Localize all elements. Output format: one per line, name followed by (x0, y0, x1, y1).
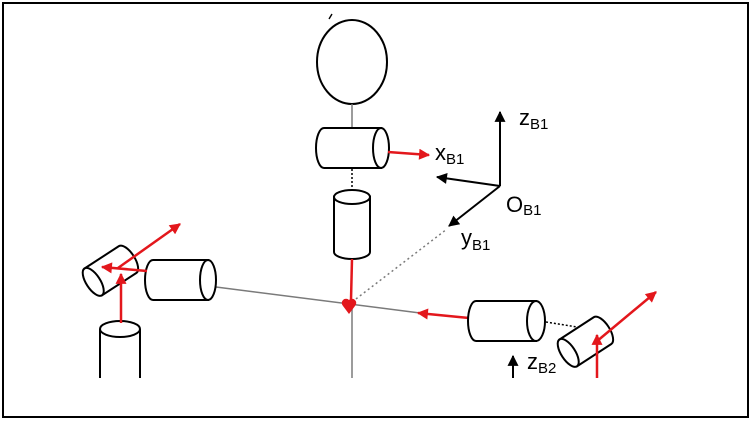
right-elbow-cylinder (556, 315, 615, 368)
torso-cylinder-face (333, 189, 371, 205)
right-shoulder-cylinder-body (467, 300, 537, 342)
label-y-b1: yB1 (461, 225, 490, 254)
neck-cylinder-face (372, 127, 390, 169)
label-o-b1: OB1 (506, 192, 541, 219)
frame-b1-axes (435, 110, 506, 227)
left-shoulder-cylinder-body (144, 259, 209, 301)
left-forearm-cylinder (99, 320, 141, 378)
frame-b1-y-axis (448, 185, 501, 227)
neck-x-axis-arrow (387, 148, 431, 160)
left-shoulder-cylinder-face (199, 259, 217, 301)
tick-mark (328, 13, 333, 20)
right-shoulder-cylinder (467, 300, 546, 342)
label-x-b1: xB1 (435, 140, 464, 168)
right-shoulder-axis-arrow (416, 308, 470, 320)
left-forearm-cylinder-face (99, 320, 141, 338)
center-joint-marker (341, 298, 357, 314)
right-elbow-cylinder-face (556, 337, 580, 368)
torso-cylinder-body (333, 196, 371, 260)
neck-cylinder-body (315, 127, 382, 169)
left-shoulder-axis-arrow (100, 262, 148, 274)
left-shoulder-cylinder (144, 259, 217, 301)
label-z-b2: zB2 (527, 349, 556, 377)
left-forearm-cylinder-body (99, 329, 141, 378)
right-shoulder-cylinder-face (526, 300, 546, 342)
torso-joint-cylinder (333, 189, 371, 260)
right-shoulder-elbow-dotted-link (545, 321, 578, 328)
left-elbow-cylinder-face (81, 266, 105, 297)
label-z-b1: zB1 (519, 105, 548, 133)
frame-b1-x-axis (435, 172, 501, 187)
head (316, 19, 388, 105)
right-elbow-axis-arrow (595, 291, 657, 343)
shoulder-line (215, 286, 421, 314)
diagram-border (2, 2, 749, 418)
left-elbow-axis-arrow (117, 222, 181, 270)
neck-joint-cylinder (315, 127, 390, 169)
torso-red-axis (349, 258, 354, 301)
